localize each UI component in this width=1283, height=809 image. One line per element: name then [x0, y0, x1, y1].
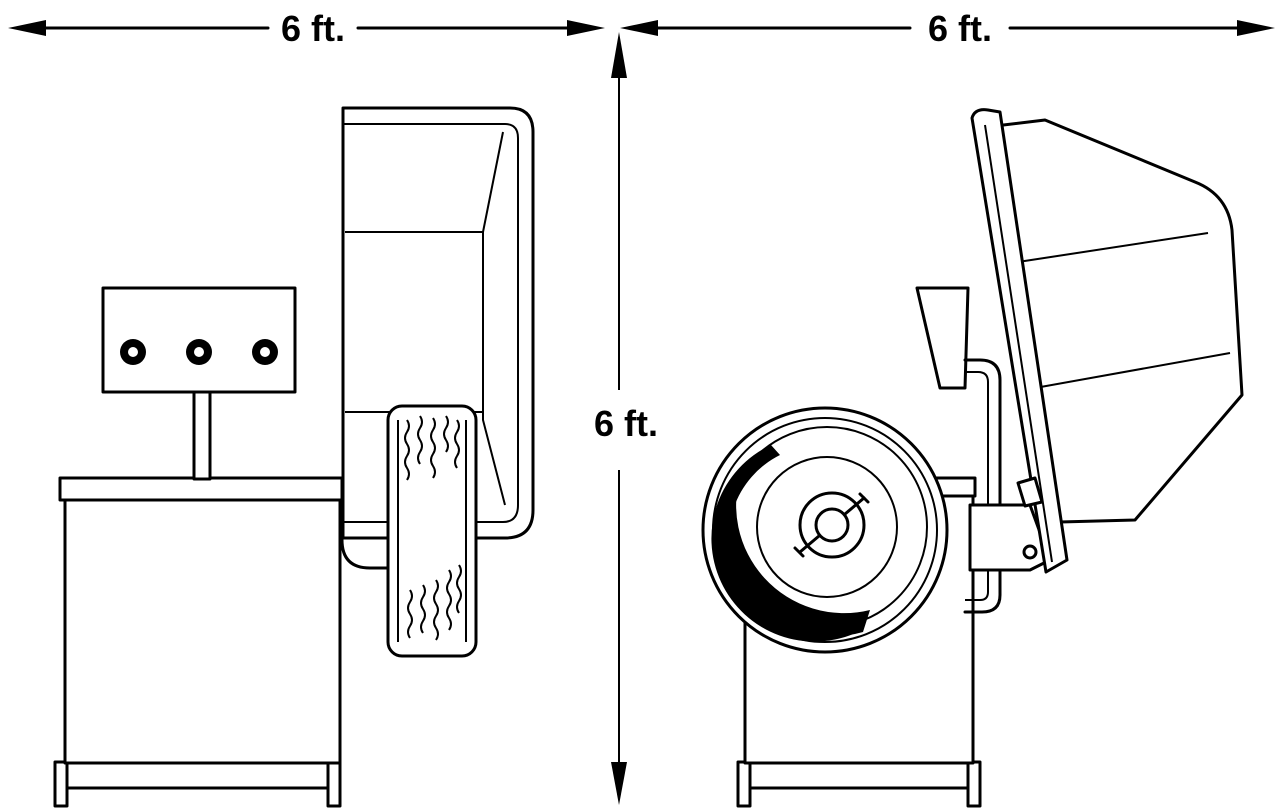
tire-side — [386, 404, 478, 658]
display-panel — [101, 286, 297, 394]
height-dimension — [611, 32, 627, 805]
arrowhead-up — [611, 32, 627, 78]
right-width-label: 6 ft. — [928, 8, 992, 49]
arrowhead-right — [567, 20, 605, 36]
arrowhead-down — [611, 762, 627, 805]
balancer-front-view — [701, 108, 1244, 808]
display-panel — [915, 286, 970, 390]
top-plate — [58, 476, 347, 502]
arrowhead-left — [8, 20, 46, 36]
hood-column — [340, 478, 397, 570]
balancer-side-view — [53, 106, 535, 808]
legs — [736, 760, 982, 808]
wheel-front — [701, 406, 949, 654]
left-width-label: 6 ft. — [281, 8, 345, 49]
arrowhead-right — [1237, 20, 1275, 36]
cabinet-body — [63, 496, 342, 765]
hood-frame — [970, 108, 1069, 574]
hood-arm — [963, 358, 1002, 614]
arrowhead-left — [620, 20, 658, 36]
display-post — [192, 390, 212, 481]
wheel-guard-hood — [970, 108, 1244, 574]
tread-marks — [404, 415, 462, 641]
legs — [53, 760, 342, 808]
height-label: 6 ft. — [594, 403, 658, 444]
right-width-dimension — [620, 20, 1275, 36]
left-width-dimension — [8, 20, 605, 36]
dimension-lines — [8, 20, 1275, 805]
